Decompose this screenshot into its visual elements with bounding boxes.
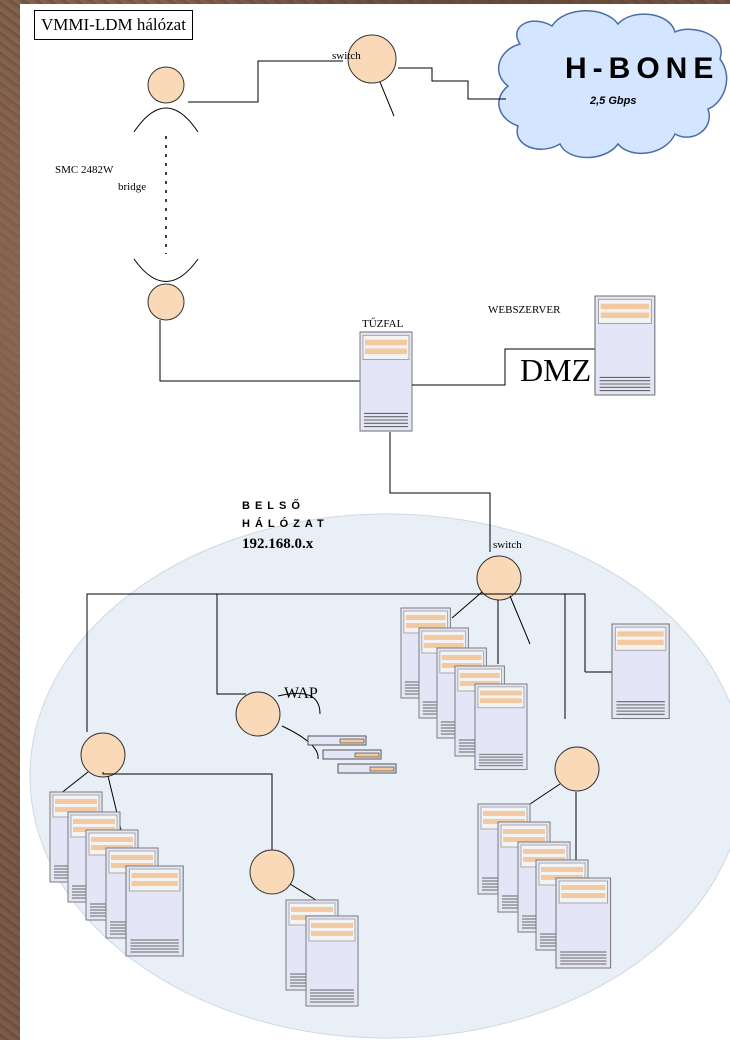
right-server <box>611 623 670 720</box>
switch-to-cloud-cable <box>398 67 506 100</box>
bridge-antenna-upper <box>147 66 185 104</box>
diagram-panel: VMMI-LDM hálózat switch H-BONE 2,5 Gbps … <box>20 4 730 1040</box>
server-cluster-bottom-middle <box>285 899 359 1007</box>
webserver-label: WEBSZERVER <box>488 304 561 316</box>
bridge-model-label: SMC 2482W <box>55 164 114 176</box>
dmz-label: DMZ <box>520 352 592 388</box>
bridge-word-label: bridge <box>118 181 147 193</box>
hbone-speed-label: 2,5 Gbps <box>590 95 637 107</box>
internal-network-label-1: BELSŐ <box>242 500 305 512</box>
subnet-label: 192.168.0.x <box>242 536 314 552</box>
firewall-to-switch-cable <box>389 432 491 552</box>
top-switch-label: switch <box>332 50 361 62</box>
internal-network-area <box>29 513 730 1039</box>
hbone-cloud <box>497 10 728 159</box>
diagram-title: VMMI-LDM hálózat <box>34 10 193 40</box>
uplink-cable <box>188 60 343 103</box>
wap-node <box>235 691 281 737</box>
internal-network-label-2: HÁLÓZAT <box>242 518 329 530</box>
top-switch-node <box>347 34 397 84</box>
lan-backbone-cable <box>86 593 566 732</box>
webserver-server <box>594 295 656 396</box>
right-bottom-switch-node <box>554 746 600 792</box>
firewall-label: TŰZFAL <box>362 318 404 330</box>
left-switch-node <box>80 732 126 778</box>
internal-switch-label: switch <box>493 539 522 551</box>
hbone-label: H-BONE <box>565 52 720 85</box>
bridge-to-firewall-cable <box>159 320 360 382</box>
wap-label: WAP <box>284 685 318 702</box>
firewall-to-dmz-cable <box>412 348 595 386</box>
bridge-antenna-lower <box>147 283 185 321</box>
network-diagram <box>29 10 730 1039</box>
bottom-switch-node <box>249 849 295 895</box>
lan-to-wap-cable <box>216 594 246 695</box>
internal-switch-node <box>476 555 522 601</box>
